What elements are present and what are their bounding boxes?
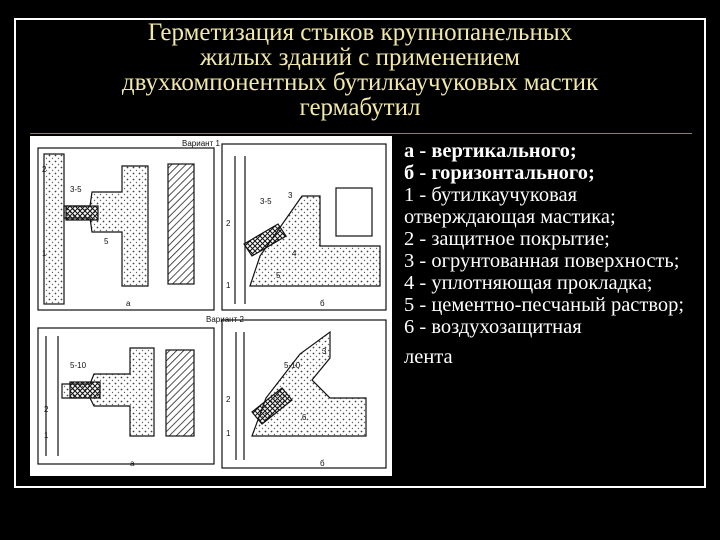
panel-b1 [221, 143, 387, 311]
title-line: жилых зданий с применением [200, 44, 520, 71]
dim-label: 5-10 [284, 361, 301, 370]
legend-item: 2 - защитное покрытие; [404, 228, 610, 250]
panel-letter: а [130, 459, 135, 468]
mastic-sample [251, 387, 293, 425]
legend-item: а - вертикального; [404, 140, 577, 162]
panel-letter: б [320, 459, 325, 468]
title-divider [30, 133, 692, 134]
legend-list: а - вертикального; б - горизонтального; … [404, 140, 708, 368]
dim-label: 3-5 [260, 197, 272, 206]
box-outline [335, 187, 373, 237]
legend-item: лента [404, 346, 453, 368]
variant-label: Вариант 2 [206, 315, 244, 324]
panel-letter: а [126, 299, 131, 308]
dim-label: 5-10 [70, 361, 87, 370]
wall-panel [43, 153, 65, 305]
legend-item: 4 - уплотняющая прокладка; [404, 272, 653, 294]
num-label: 2 [226, 219, 231, 228]
num-label: 3 [322, 347, 327, 356]
joint-diagram-figure: 2 1 3-5 5 а Вариант 1 2 3-5 3 4 1 5 б Ва… [30, 136, 392, 476]
slide-frame [14, 18, 706, 488]
num-label: 1 [44, 431, 49, 440]
panel-a2 [37, 327, 215, 465]
variant-label: Вариант 1 [182, 139, 220, 148]
wall-edge [45, 336, 59, 456]
legend-item: 5 - цементно-песчаный раствор; [404, 294, 685, 316]
num-label: 6 [302, 413, 307, 422]
legend-item: 3 - огрунтованная поверхность; [404, 250, 680, 272]
num-label: 1 [42, 249, 47, 258]
wall-edge [235, 332, 245, 460]
wall-edge [234, 156, 246, 304]
legend-item: 6 - воздухозащитная [404, 316, 582, 338]
title-line: гермабутил [299, 94, 421, 121]
num-label: 5 [104, 237, 109, 246]
num-label: 3 [288, 191, 293, 200]
title-line: Герметизация стыков крупнопанельных [147, 19, 573, 46]
adjacent-panel [63, 165, 149, 287]
panel-b2 [221, 319, 387, 469]
num-label: 4 [292, 249, 297, 258]
floor-panel [251, 330, 367, 437]
legend-item: б - горизонтального; [404, 162, 595, 184]
mastic-sample [243, 223, 287, 257]
num-label: 1 [226, 429, 231, 438]
num-label: 1 [226, 281, 231, 290]
dim-label: 3-5 [70, 185, 82, 194]
num-label: 5 [276, 271, 281, 280]
title-line: двухкомпонентных бутилкаучуковых мастик [121, 69, 599, 96]
num-label: 2 [226, 395, 231, 404]
num-label: 2 [44, 405, 49, 414]
slide-title: Герметизация стыков крупнопанельных жилы… [20, 20, 700, 120]
legend-item: 1 - бутилкаучуковая отверждающая мастика… [404, 184, 616, 228]
mastic-sample [65, 205, 99, 221]
num-label: 2 [42, 165, 47, 174]
hatched-wall [165, 349, 195, 437]
joint-diagram: 2 1 3-5 5 а Вариант 1 2 3-5 3 4 1 5 б Ва… [37, 139, 387, 469]
mastic-sample [69, 381, 101, 399]
hatched-wall [167, 163, 195, 285]
panel-letter: б [320, 299, 325, 308]
panel-a1 [37, 147, 215, 311]
